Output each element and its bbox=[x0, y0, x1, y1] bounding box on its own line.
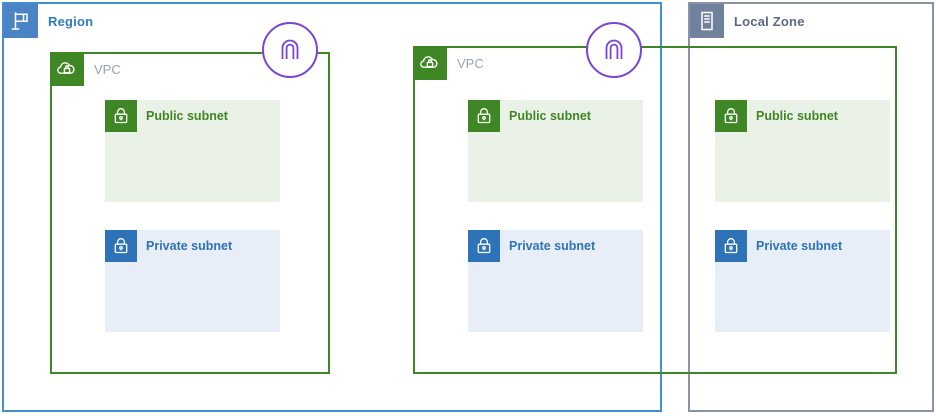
vpc-label-1: VPC bbox=[94, 61, 121, 77]
region-label: Region bbox=[48, 13, 94, 29]
vpc-cloud-lock-icon bbox=[413, 46, 447, 80]
local-zone-container: Local Zone bbox=[688, 2, 934, 412]
region-container: Region bbox=[2, 2, 662, 412]
subnet-header: Private subnet bbox=[715, 230, 842, 262]
subnet-public-3: Public subnet bbox=[715, 100, 890, 202]
subnet-public-1: Public subnet bbox=[105, 100, 280, 202]
subnet-header: Public subnet bbox=[715, 100, 838, 132]
vpc-header-1: VPC bbox=[50, 52, 121, 86]
vpc-label-2: VPC bbox=[457, 55, 484, 71]
padlock-icon bbox=[468, 100, 500, 132]
vpc-header-2: VPC bbox=[413, 46, 484, 80]
padlock-icon bbox=[105, 230, 137, 262]
subnet-private-3: Private subnet bbox=[715, 230, 890, 332]
subnet-label: Public subnet bbox=[146, 109, 228, 123]
subnet-private-2: Private subnet bbox=[468, 230, 643, 332]
local-zone-label: Local Zone bbox=[734, 13, 805, 29]
subnet-header: Private subnet bbox=[105, 230, 232, 262]
subnet-label: Public subnet bbox=[756, 109, 838, 123]
server-rack-icon bbox=[690, 4, 724, 38]
internet-gateway-icon-2[interactable] bbox=[586, 22, 642, 78]
region-header: Region bbox=[4, 4, 93, 38]
local-zone-header: Local Zone bbox=[690, 4, 805, 38]
subnet-header: Public subnet bbox=[105, 100, 228, 132]
subnet-header: Public subnet bbox=[468, 100, 591, 132]
padlock-icon bbox=[715, 230, 747, 262]
vpc-container-1: VPC Public subnet bbox=[50, 52, 330, 374]
internet-gateway-icon-1[interactable] bbox=[262, 22, 318, 78]
vpc-cloud-lock-icon bbox=[50, 52, 84, 86]
subnet-label: Private subnet bbox=[146, 239, 233, 253]
subnet-label: Public subnet bbox=[509, 109, 591, 123]
padlock-icon bbox=[468, 230, 500, 262]
subnet-label: Private subnet bbox=[509, 239, 596, 253]
subnet-private-1: Private subnet bbox=[105, 230, 280, 332]
subnet-header: Private subnet bbox=[468, 230, 595, 262]
region-flag-icon bbox=[4, 4, 38, 38]
subnet-label: Private subnet bbox=[756, 239, 843, 253]
subnet-public-2: Public subnet bbox=[468, 100, 643, 202]
padlock-icon bbox=[105, 100, 137, 132]
vpc-container-2: VPC Public subnet bbox=[413, 46, 897, 374]
padlock-icon bbox=[715, 100, 747, 132]
